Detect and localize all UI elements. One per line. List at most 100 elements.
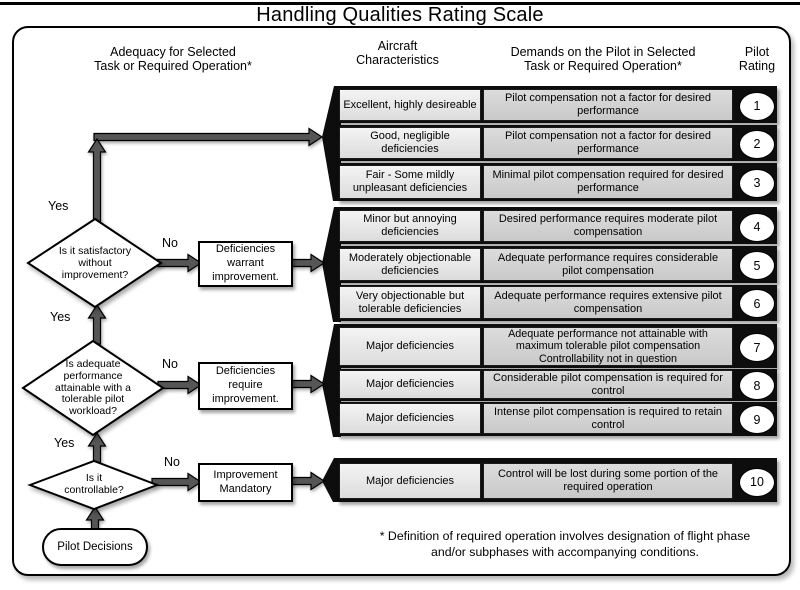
column-header-rating: Pilot Rating [738,45,776,74]
aircraft-characteristics-cell: Minor but annoying deficiencies [339,210,481,242]
cell-text: Minimal pilot compensation required for … [492,169,724,194]
cell-text: Fair - Some mildly unpleasant deficienci… [352,169,468,194]
aircraft-characteristics-cell: Good, negligible deficiencies [339,127,481,159]
aircraft-characteristics-cell: Major deficiencies [339,463,481,499]
cell-text: Control will be lost during some portion… [497,468,719,493]
no-label: No [162,236,178,250]
decision-diamond-satisfactory [26,217,163,309]
action-box-require-improvement: Deficiencies require improvement. [198,362,293,410]
band-banner-group3 [322,324,341,437]
yes-label: Yes [50,310,71,324]
arrow-no-diamond1 [155,253,203,273]
rating-number: 8 [753,378,761,393]
cell-text: Good, negligible deficiencies [370,130,450,155]
pilot-demands-cell: Considerable pilot compensation is requi… [483,370,733,399]
pilot-rating-circle: 2 [739,129,775,159]
cell-text: Intense pilot compensation is required t… [493,405,723,431]
aircraft-characteristics-cell: Excellent, highly desireable [339,89,481,121]
pilot-demands-cell: Minimal pilot compensation required for … [483,165,733,199]
cell-text: Major deficiencies [365,378,455,391]
pilot-demands-cell: Control will be lost during some portion… [483,463,733,499]
aircraft-characteristics-cell: Fair - Some mildly unpleasant deficienci… [339,165,481,199]
arrow-box1-to-group2 [287,253,326,273]
pilot-demands-cell: Adequate performance not attainable with… [483,327,733,366]
cell-text: Desired performance requires moderate pi… [498,213,718,238]
aircraft-characteristics-cell: Major deficiencies [339,403,481,434]
arrow-up-from-start [85,505,105,531]
arrow-no-diamond2 [157,375,203,395]
pilot-demands-cell: Adequate performance requires considerab… [483,248,733,281]
pilot-rating-circle: 5 [739,251,775,280]
aircraft-characteristics-cell: Moderately objectionable deficiencies [339,248,481,281]
decision-diamond-performance [21,339,165,437]
top-rule [0,2,800,5]
cell-text: Excellent, highly desireable [343,98,477,111]
decision-diamonds [21,217,165,511]
diagram-frame [12,26,791,576]
yes-label: Yes [48,199,69,213]
cell-text: Major deficiencies [365,412,455,425]
cell-text: Very objectionable but tolerable deficie… [355,289,465,315]
diamond-question-performance: Is adequate performance attainable with … [55,358,131,417]
footnote: * Definition of required operation invol… [379,529,751,559]
arrow-up-from-diamond1 [87,137,107,225]
pilot-demands-cell: Pilot compensation not a factor for desi… [483,89,733,121]
pilot-demands-cell: Pilot compensation not a factor for desi… [483,127,733,159]
cell-text: Adequate performance not attainable with… [508,328,708,365]
rating-number: 5 [753,258,761,273]
cell-text: Major deficiencies [365,340,455,353]
cell-text: Adequate performance requires considerab… [497,251,719,277]
cell-text: Pilot compensation not a factor for desi… [504,92,712,117]
no-label: No [164,455,180,469]
cell-text: Considerable pilot compensation is requi… [493,371,723,397]
pilot-demands-cell: Intense pilot compensation is required t… [483,403,733,434]
rating-number: 2 [753,137,761,151]
start-node-pilot-decisions: Pilot Decisions [42,528,148,566]
rating-number: 10 [750,475,764,489]
pilot-rating-circle: 3 [739,168,775,198]
band-banner-group1 [322,86,341,201]
arrow-up-from-diamond2 [87,303,107,345]
cell-text: Pilot compensation not a factor for desi… [504,130,712,155]
aircraft-characteristics-cell: Major deficiencies [339,370,481,399]
aircraft-characteristics-cell: Very objectionable but tolerable deficie… [339,286,481,319]
column-header-demands: Demands on the Pilot in Selected Task or… [510,45,696,74]
arrow-no-diamond3 [151,472,203,492]
rating-band-banners [322,86,341,502]
action-box-improvement-mandatory: Improvement Mandatory [198,463,293,502]
band-banner-group4 [322,458,341,502]
pilot-rating-circle: 7 [739,333,775,362]
rating-number: 6 [753,296,761,311]
arrow-up-from-diamond3 [87,431,107,464]
rating-number: 4 [753,220,761,234]
diamond-question-controllable: Is it controllable? [64,472,124,496]
pilot-rating-circle: 10 [739,467,775,497]
rating-number: 3 [753,176,761,190]
cell-text: Adequate performance requires extensive … [494,289,722,315]
yes-label: Yes [54,436,75,450]
pilot-rating-circle: 9 [739,405,775,434]
pilot-rating-circle: 4 [739,212,775,242]
cell-text: Major deficiencies [365,474,455,487]
arrow-box3-to-group4 [287,471,326,491]
pilot-demands-cell: Adequate performance requires extensive … [483,286,733,319]
decision-diamond-controllable [27,459,160,511]
aircraft-characteristics-cell: Major deficiencies [339,327,481,366]
cell-text: Minor but annoying deficiencies [363,213,457,238]
pilot-rating-circle: 1 [739,91,775,121]
arrow-box2-to-group3 [287,374,326,394]
column-header-aircraft: Aircraft Characteristics [356,39,439,68]
column-header-adequacy: Adequacy for Selected Task or Required O… [94,45,252,74]
page-title: Handling Qualities Rating Scale [256,4,544,26]
pilot-rating-circle: 6 [739,289,775,318]
arrow-yes-to-group1 [93,127,324,147]
no-label: No [162,357,178,371]
diamond-question-satisfactory: Is it satisfactory without improvement? [58,245,132,281]
band-banner-group2 [322,207,341,322]
action-box-warrant-improvement: Deficiencies warrant improvement. [198,241,293,287]
cell-text: Moderately objectionable deficiencies [348,251,472,277]
pilot-rating-circle: 8 [739,371,775,400]
rating-number: 7 [753,340,761,355]
